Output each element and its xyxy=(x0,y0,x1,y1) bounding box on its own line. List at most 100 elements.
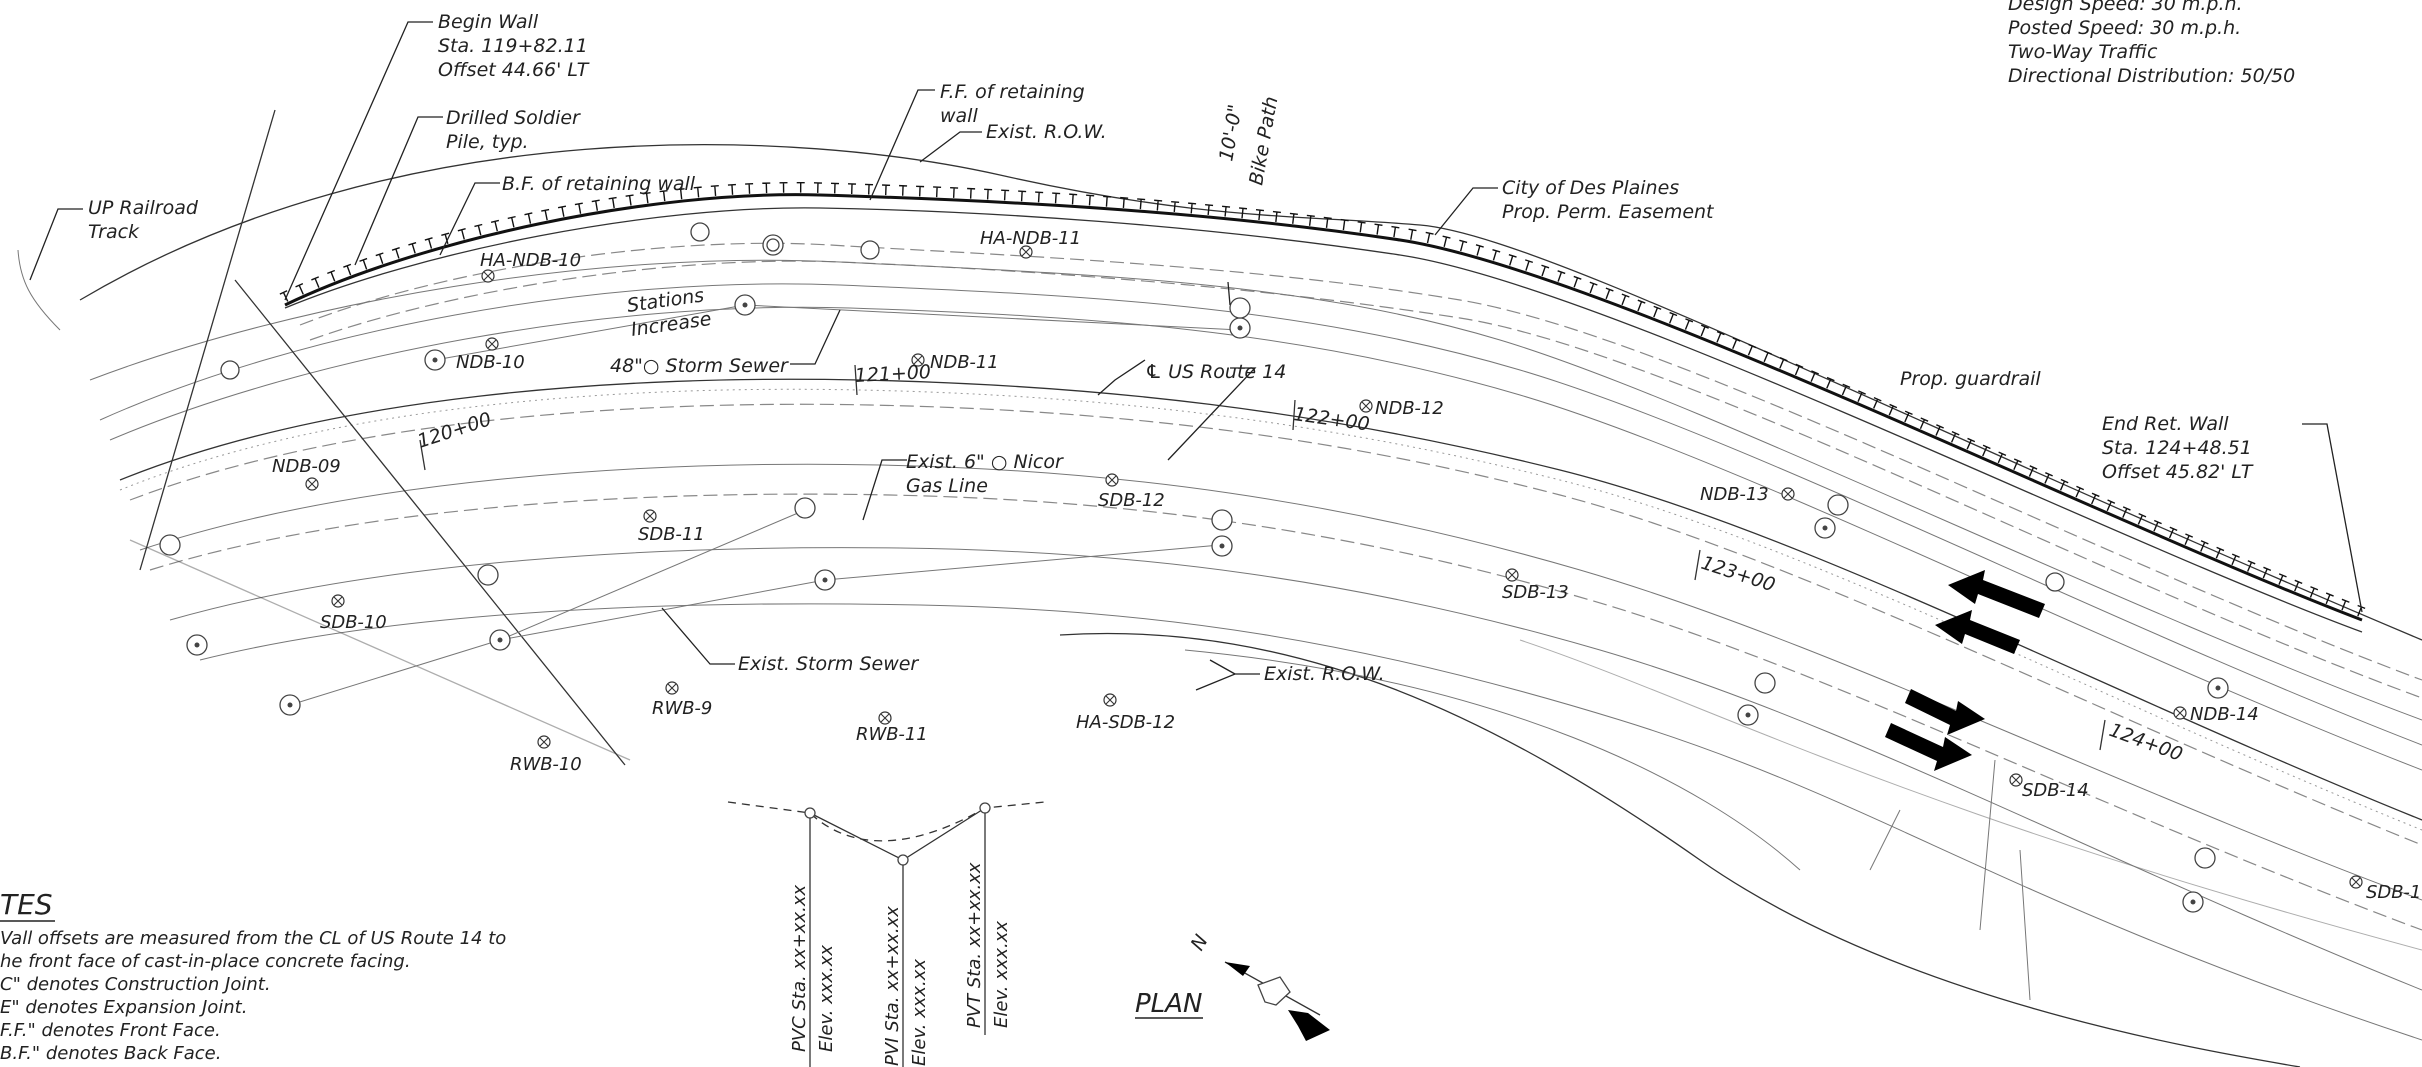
soldier-pile-symbol xyxy=(408,241,417,254)
notes-title: TES xyxy=(0,888,53,921)
boring-cross-icon xyxy=(645,511,655,521)
boring-ha-ndb-11: HA-NDB-11 xyxy=(980,228,1081,249)
soldier-pile-symbol xyxy=(1524,259,1534,271)
soldier-pile-symbol xyxy=(295,282,304,295)
soldier-pile-symbol xyxy=(2075,485,2085,498)
boring-cross-icon xyxy=(1107,475,1117,485)
soldier-pile-symbol xyxy=(1323,216,1332,228)
soldier-pile-symbol xyxy=(1779,356,1788,369)
soldier-pile-symbol xyxy=(745,182,754,194)
city-easement-2: Prop. Perm. Easement xyxy=(1502,201,1715,223)
traffic-arrow-nb-1 xyxy=(1948,570,2045,618)
traffic-arrows xyxy=(1885,570,2045,771)
soldier-piles xyxy=(279,181,2366,617)
directional-distribution: Directional Distribution: 50/50 xyxy=(2008,65,2295,87)
soldier-pile-symbol xyxy=(1188,202,1197,214)
soldier-pile-symbol xyxy=(1289,212,1298,224)
boring-cross-icon xyxy=(2011,775,2021,785)
soldier-pile-symbol xyxy=(327,269,336,282)
boring-cross-icon xyxy=(1361,401,1371,411)
soldier-pile-symbol xyxy=(642,192,651,204)
note-5: B.F." denotes Back Face. xyxy=(0,1043,221,1064)
soldier-pile-symbol xyxy=(1459,239,1468,252)
soldier-pile-symbol xyxy=(1120,196,1129,208)
boring-cross-icon xyxy=(667,683,677,693)
soldier-pile-symbol xyxy=(984,188,993,200)
soldier-pile-symbol xyxy=(490,219,500,232)
soldier-pile-symbol xyxy=(474,223,483,236)
boring-ndb-14: NDB-14 xyxy=(2190,704,2259,725)
leader-lines xyxy=(29,21,2363,691)
soldier-pile-symbol xyxy=(1357,221,1366,233)
soldier-pile-symbol xyxy=(2044,472,2053,484)
soldier-pile-symbol xyxy=(557,205,567,217)
ff-wall-2: wall xyxy=(940,105,978,127)
pvt-elev: Elev. xxx.xx xyxy=(991,921,1012,1028)
soldier-pile-symbol xyxy=(1103,195,1112,207)
end-wall-offset: Offset 45.82' LT xyxy=(2102,461,2254,483)
soldier-pile-symbol xyxy=(762,182,771,194)
soldier-pile-symbol xyxy=(574,202,583,214)
soldier-pile-symbol xyxy=(1238,207,1248,219)
north-label: N xyxy=(1186,931,1212,954)
soldier-pile-symbol xyxy=(1492,248,1501,261)
bike-path-width: 10'-0" xyxy=(1215,103,1247,163)
soldier-pile-symbol xyxy=(1637,299,1646,312)
bike-path-label: Bike Path xyxy=(1245,95,1282,187)
traffic-arrow-nb-2 xyxy=(1935,610,2020,654)
soldier-pile-symbol xyxy=(1391,225,1400,238)
boring-cross-icon xyxy=(913,355,923,365)
soldier-pile-symbol xyxy=(1541,264,1550,277)
soldier-pile-symbol xyxy=(2028,465,2038,477)
boring-cross-icon xyxy=(539,737,549,747)
soldier-pile-symbol xyxy=(2246,560,2256,572)
station-120: 120+00 xyxy=(415,408,494,453)
soldier-pile-symbol xyxy=(2153,519,2162,532)
boring-sdb-11: SDB-11 xyxy=(638,524,705,545)
retaining-wall-line xyxy=(284,193,2363,622)
ff-wall-1: F.F. of retaining xyxy=(940,81,1085,103)
soldier-pile-symbol xyxy=(796,181,805,193)
boring-ndb-13: NDB-13 xyxy=(1700,484,1769,505)
vertical-curve-sketch xyxy=(727,801,1046,1067)
profile-labels: PVC Sta. xx+xx.xx Elev. xxx.xx PVI Sta. … xyxy=(789,862,1012,1066)
boring-cross-icon xyxy=(483,271,493,281)
soldier-pile-symbol xyxy=(391,247,400,259)
soldier-pile-symbol xyxy=(2215,546,2225,559)
soldier-pile-symbol xyxy=(2341,598,2350,611)
soldier-pile-symbol xyxy=(1872,397,1882,409)
pvt-station: PVT Sta. xx+xx.xx xyxy=(964,862,985,1028)
boring-ndb-12: NDB-12 xyxy=(1375,398,1444,419)
soldier-pile-symbol xyxy=(424,237,433,249)
soldier-pile-symbol xyxy=(2309,586,2319,598)
soldier-pile-symbol xyxy=(1950,430,1960,443)
storm-sewer-label: Exist. Storm Sewer xyxy=(738,653,919,675)
boring-rwb-11: RWB-11 xyxy=(856,724,928,745)
soldier-pile-symbol xyxy=(2294,579,2303,592)
note-4: F.F." denotes Front Face. xyxy=(0,1020,221,1041)
callout-labels: Begin Wall Sta. 119+82.11 Offset 44.66' … xyxy=(88,11,2254,685)
boring-cross-icon xyxy=(880,713,890,723)
soldier-pile-symbol xyxy=(2231,553,2240,566)
soldier-pile-symbol xyxy=(1794,363,1804,376)
us-route-label: ℄ US Route 14 xyxy=(1145,361,1286,383)
soldier-pile-symbol xyxy=(1700,324,1709,337)
soldier-pile-symbol xyxy=(608,196,617,209)
begin-wall-title: Begin Wall xyxy=(438,11,539,33)
soldier-pile-symbol xyxy=(1557,270,1566,282)
soldier-pile-symbol xyxy=(1904,410,1913,423)
soldier-pile-symbol xyxy=(1826,376,1835,389)
soldier-pile-symbol xyxy=(1684,318,1694,330)
soldier-pile-symbol xyxy=(1408,228,1417,240)
soldier-pile-symbol xyxy=(311,276,320,288)
exist-row-bottom: Exist. R.O.W. xyxy=(1264,663,1385,685)
boring-sdb-10: SDB-10 xyxy=(320,612,387,633)
soldier-pile-symbol xyxy=(916,185,925,197)
boring-cross-icon xyxy=(333,596,343,606)
design-notes: Design Speed: 30 m.p.h. Posted Speed: 30… xyxy=(2008,0,2295,87)
gas-line-1: Exist. 6" ○ Nicor xyxy=(906,451,1064,473)
soldier-pile-symbol xyxy=(727,183,736,195)
route-centerline xyxy=(119,378,2422,821)
soldier-pile-symbol xyxy=(1442,235,1451,248)
boring-labels: HA-NDB-10 HA-NDB-11 NDB-10 NDB-11 NDB-12… xyxy=(272,228,2421,903)
